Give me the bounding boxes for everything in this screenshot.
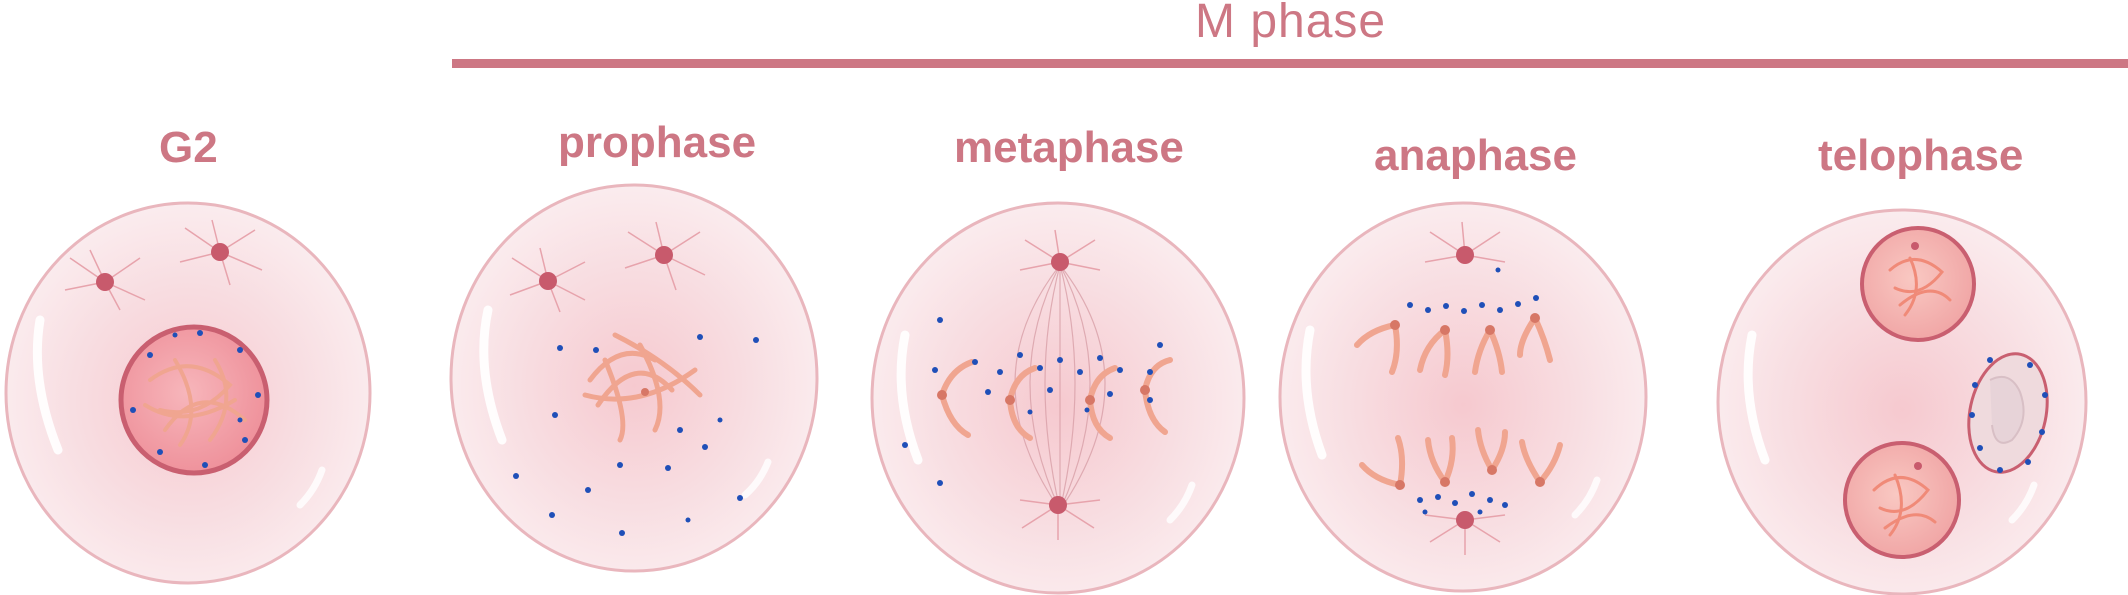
stage-label-anaphase: anaphase (1374, 131, 1577, 180)
centrosome (1424, 511, 1506, 555)
centrosome (64, 249, 146, 311)
centrosome (509, 247, 586, 313)
mitotic-spindle (1014, 264, 1106, 511)
envelope-dots (902, 317, 1163, 486)
centrosome (1424, 221, 1506, 264)
m-phase-title: M phase (1195, 0, 1387, 48)
scattered-nuclear-envelope-dots (513, 334, 759, 536)
m-phase-bracket-line (452, 59, 2128, 68)
cell-g2 (4, 201, 372, 585)
centrosome (179, 219, 263, 286)
stage-label-telophase: telophase (1818, 131, 2024, 180)
reforming-nuclear-envelope (1967, 352, 2049, 474)
cell-telophase (1716, 208, 2088, 595)
stage-label-g2: G2 (159, 123, 218, 172)
condensing-chromosomes (582, 332, 703, 443)
stage-label-prophase: prophase (558, 118, 757, 167)
centrosome (624, 221, 706, 291)
cell-anaphase (1278, 201, 1648, 593)
centrosome (1019, 496, 1101, 540)
envelope-dots (1407, 267, 1539, 515)
stage-label-metaphase: metaphase (954, 123, 1184, 172)
cell-prophase (449, 183, 819, 573)
chromatin (143, 358, 247, 447)
daughter-nucleus-top (1860, 226, 1976, 342)
nuclear-pore-dots (130, 330, 261, 468)
cell-metaphase (870, 201, 1246, 595)
centrosome (1019, 229, 1101, 271)
daughter-nucleus-bottom (1843, 441, 1961, 559)
